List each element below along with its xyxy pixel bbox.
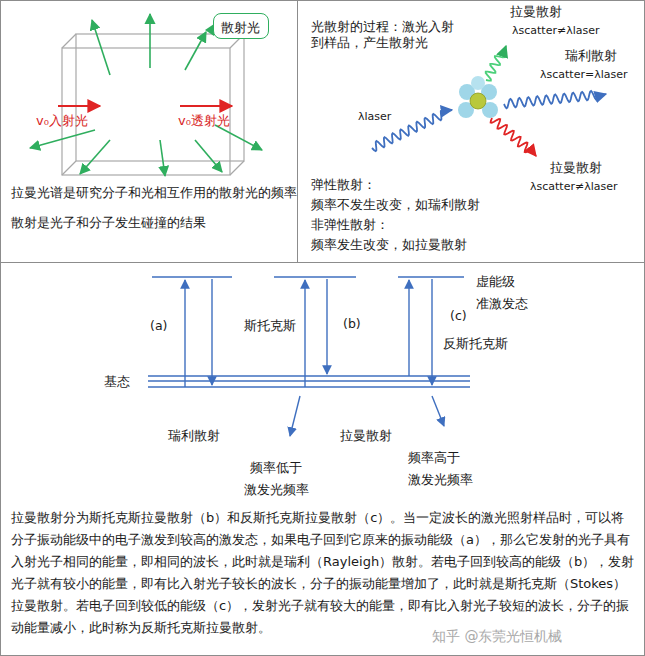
panel: 散射光拉曼光谱是研究分子和光相互作用的散射光的频率散射是光子和分子发生碰撞的结果 bbox=[0, 0, 298, 263]
molecule bbox=[471, 76, 485, 90]
note-label: 激发光频率 bbox=[244, 482, 309, 498]
panel-text: 拉曼散射分为斯托克斯拉曼散射（b）和反斯托克斯拉曼散射（c）。当一定波长的激光照… bbox=[11, 507, 636, 639]
light-wave bbox=[504, 91, 606, 108]
note-label: 激发光频率 bbox=[408, 472, 473, 488]
sample-cube bbox=[62, 48, 230, 175]
laser-arrow bbox=[58, 105, 232, 107]
sample-cube bbox=[230, 161, 244, 175]
wavelength-label: λlaser bbox=[358, 110, 391, 124]
panel-text: 拉曼光谱是研究分子和光相互作用的散射光的频率 bbox=[11, 185, 297, 201]
panel-text: 非弹性散射： bbox=[311, 217, 389, 233]
scattered-light-arrow bbox=[80, 140, 110, 174]
scatter-label: 拉曼散射 bbox=[550, 160, 602, 176]
transition-arrow bbox=[211, 279, 212, 385]
scatter-label: 瑞利散射 bbox=[565, 48, 617, 64]
process-label: 反斯托克斯 bbox=[443, 336, 508, 352]
process-label: (c) bbox=[450, 308, 467, 324]
energy-level bbox=[148, 375, 470, 377]
level-label: 基态 bbox=[104, 374, 130, 390]
callout-text: 散射光 bbox=[221, 20, 260, 36]
process-label: 斯托克斯 bbox=[244, 318, 296, 334]
panel: 拉曼散射分为斯托克斯拉曼散射（b）和反斯托克斯拉曼散射（c）。当一定波长的激光照… bbox=[0, 262, 645, 656]
scatter-label: 拉曼散射 bbox=[340, 428, 392, 444]
transition-arrow bbox=[408, 280, 409, 376]
energy-level bbox=[398, 276, 464, 278]
light-label: v₀入射光 bbox=[36, 113, 88, 129]
energy-level bbox=[274, 276, 356, 278]
scattered-light-arrow bbox=[195, 140, 222, 172]
energy-level bbox=[148, 386, 470, 388]
laser-arrow bbox=[180, 105, 232, 107]
molecule bbox=[470, 93, 486, 109]
sample-cube bbox=[62, 34, 76, 48]
level-label: 虚能级 bbox=[476, 274, 515, 290]
scatter-label: 拉曼散射 bbox=[510, 4, 562, 20]
energy-level bbox=[148, 277, 470, 387]
panel: 光散射的过程：激光入射到样品，产生散射光弹性散射： 频率不发生改变，如瑞利散射非弹… bbox=[297, 0, 645, 263]
transition-arrow bbox=[326, 279, 327, 374]
light-wave bbox=[486, 46, 506, 81]
energy-level bbox=[152, 276, 232, 278]
scattered-light-arrow bbox=[92, 20, 110, 75]
transition-arrow bbox=[432, 396, 444, 426]
scatter-label: 瑞利散射 bbox=[168, 428, 220, 444]
scattered-light-arrow bbox=[185, 32, 206, 70]
laser-arrow bbox=[58, 105, 100, 107]
panel-text: 光散射的过程：激光入射到样品，产生散射光 bbox=[311, 19, 461, 52]
panel-text: 频率发生改变，如拉曼散射 bbox=[311, 237, 467, 253]
watermark: 知乎 @东莞光恒机械 bbox=[432, 628, 562, 646]
transition-arrow bbox=[290, 396, 300, 436]
scattered-light-arrow bbox=[160, 140, 165, 176]
panel-text: 弹性散射： bbox=[311, 177, 376, 193]
panel-text: 频率不发生改变，如瑞利散射 bbox=[311, 197, 480, 213]
note-label: 频率高于 bbox=[408, 450, 460, 466]
process-label: (b) bbox=[343, 316, 361, 332]
sample-cube bbox=[62, 161, 76, 175]
transition-arrow bbox=[431, 279, 432, 385]
scattered-light-arrow bbox=[149, 14, 151, 68]
light-label: v₀透射光 bbox=[178, 113, 230, 129]
callout-box: 散射光 bbox=[213, 13, 269, 39]
scattered-light-arrow bbox=[30, 130, 95, 148]
transition-arrow bbox=[185, 279, 444, 436]
panel-text: 散射是光子和分子发生碰撞的结果 bbox=[11, 215, 206, 231]
scattered-light-arrow bbox=[215, 125, 262, 150]
molecule bbox=[458, 76, 498, 118]
level-label: 准激发态 bbox=[476, 296, 528, 312]
transition-arrow bbox=[184, 280, 185, 387]
light-wave bbox=[491, 118, 536, 156]
transition-arrow bbox=[304, 280, 305, 387]
wavelength-label: λscatter≠λlaser bbox=[512, 24, 600, 38]
sample-cube bbox=[62, 34, 244, 175]
wavelength-label: λscatter=λlaser bbox=[540, 68, 628, 82]
energy-level bbox=[148, 380, 470, 382]
process-label: (a) bbox=[150, 318, 167, 334]
note-label: 频率低于 bbox=[250, 460, 302, 476]
wavelength-label: λscatter≠λlaser bbox=[530, 180, 618, 194]
